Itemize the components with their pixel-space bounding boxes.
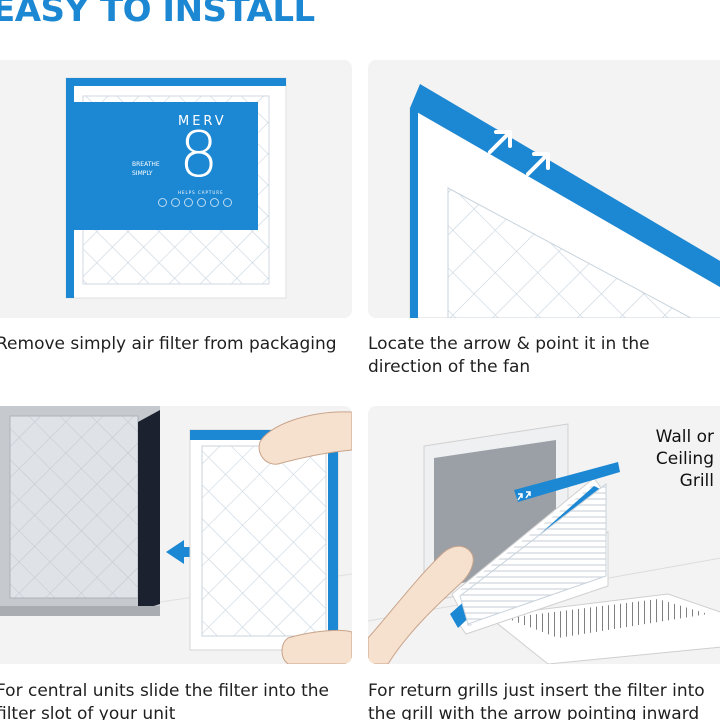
- grill-label-line-2: Ceiling: [655, 449, 714, 469]
- grill-label-line-3: Grill: [679, 471, 714, 491]
- merv-word: MERV: [178, 114, 227, 129]
- tagline: BREATHE SIMPLY: [132, 161, 160, 177]
- merv-number: 8: [179, 118, 219, 191]
- subline: HELPS CAPTURE: [178, 190, 224, 195]
- package-label: MERV 8 BREATHE SIMPLY HELPS CAPTURE: [74, 102, 258, 230]
- direction-arrow-icon: [488, 130, 550, 176]
- step-3-illustration: [0, 406, 352, 664]
- direction-arrow-icon: [517, 491, 531, 501]
- slide-left-arrow-icon: [166, 540, 202, 564]
- step-2-illustration: [368, 60, 720, 318]
- grill-label: Wall or Ceiling Grill: [656, 426, 714, 492]
- step-1-caption: Remove simply air filter from packaging: [0, 334, 337, 354]
- step-4-caption: For return grills just insert the filter…: [368, 681, 705, 720]
- step-2-caption: Locate the arrow & point it in the direc…: [368, 334, 650, 377]
- step-1-illustration: MERV 8 BREATHE SIMPLY HELPS CAPTURE: [0, 60, 352, 318]
- step-4-illustration: Wall or Ceiling Grill: [368, 406, 720, 664]
- grill-label-line-1: Wall or: [655, 427, 714, 447]
- page-title: EASY TO INSTALL: [0, 0, 315, 30]
- step-3-caption: For central units slide the filter into …: [0, 681, 330, 720]
- capture-icons: [158, 198, 232, 207]
